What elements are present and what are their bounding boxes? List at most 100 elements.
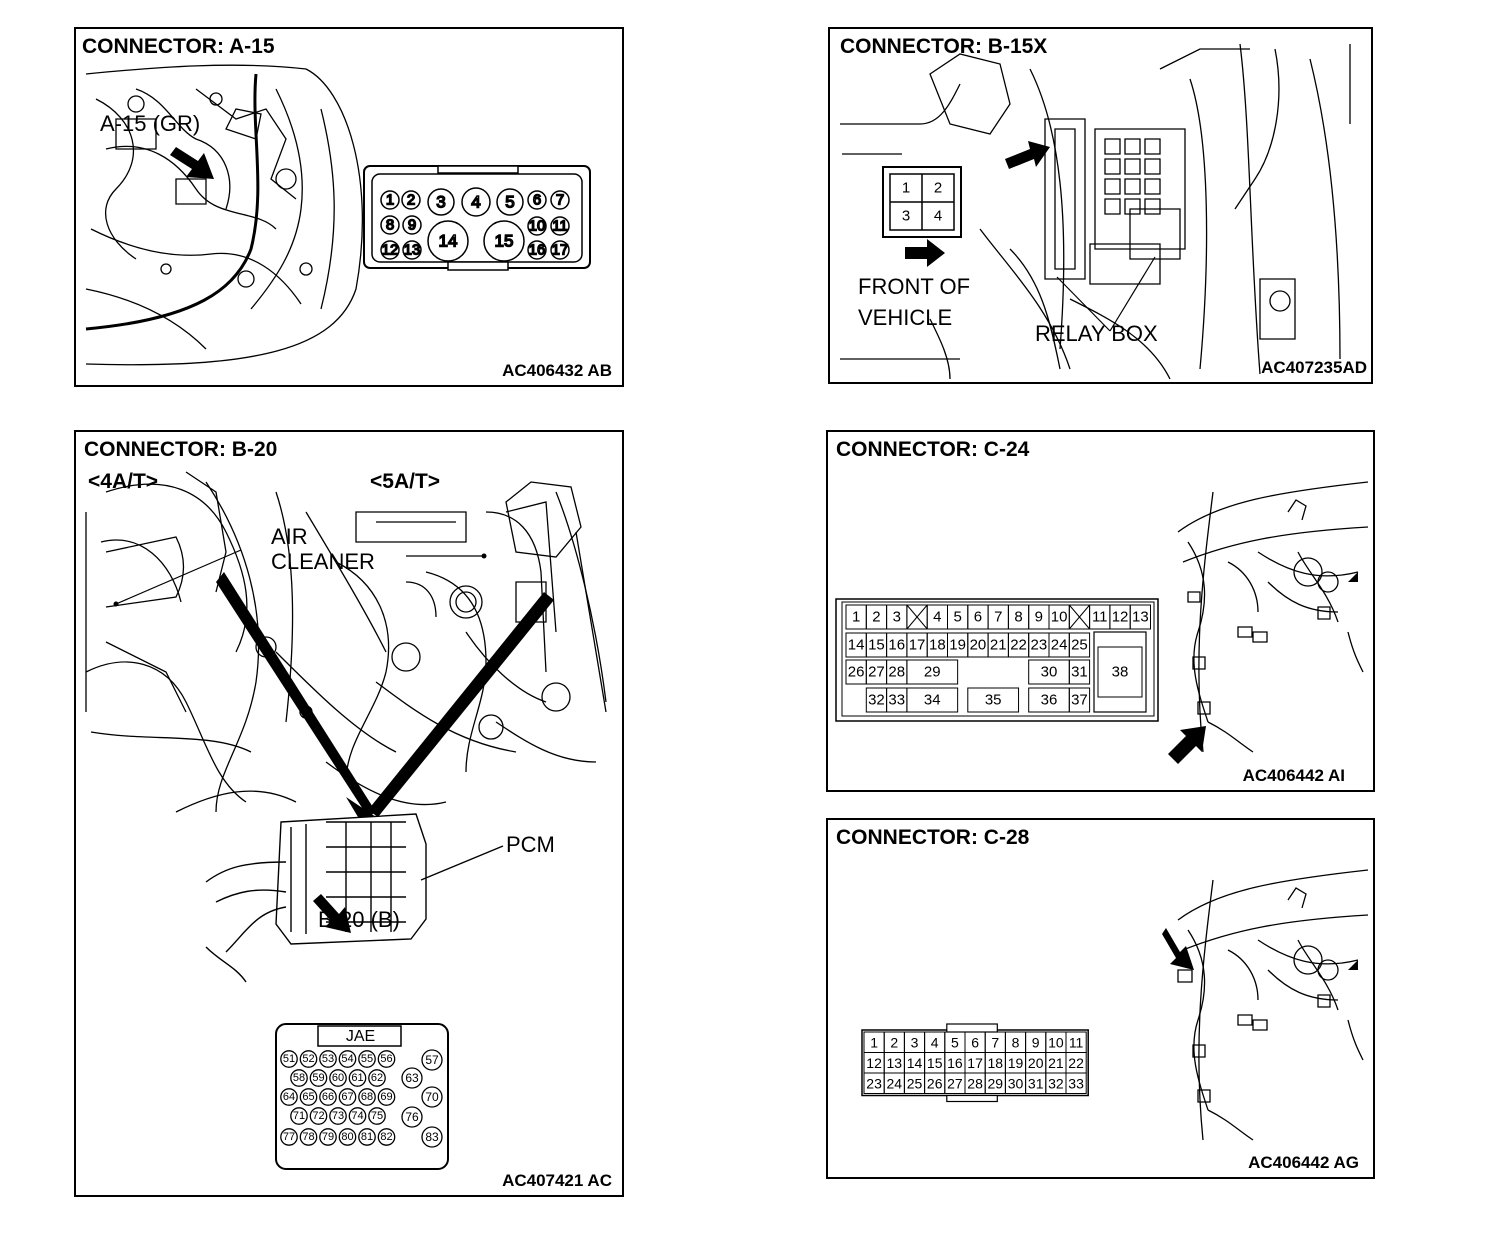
c24-pin-31-label: 31: [1071, 664, 1088, 681]
b20-pin-64-cavity: [280, 1088, 298, 1106]
c28-pin-15-label: 15: [927, 1055, 943, 1071]
c24-pin-2-label: 2: [872, 609, 880, 626]
c24-pin-6-label: 6: [974, 609, 982, 626]
c24-pin-3-cell: [886, 604, 908, 630]
a15-pin-4-cavity: [461, 187, 491, 217]
a15-pin-2-cavity: [401, 190, 421, 210]
c24-pin-29-cell: [906, 659, 959, 685]
c28-pin-30-label: 30: [1008, 1075, 1024, 1091]
c28-pin-7-label: 7: [991, 1034, 999, 1050]
a15-pin-8-label: 8: [386, 217, 394, 234]
c24-pin-38-cell: [1097, 646, 1143, 698]
c28-pin-6-label: 6: [971, 1034, 979, 1050]
b20-pin-65-label: 65: [302, 1091, 314, 1103]
c28-figure-code: AC406442 AG: [1248, 1153, 1359, 1172]
b20-pin-78-cavity: [299, 1128, 318, 1146]
b20-maker-label: JAE: [345, 1028, 376, 1045]
c24-pin-15-label: 15: [868, 637, 885, 654]
c24-pin-25-label: 25: [1071, 637, 1088, 654]
c28-pin-8-label: 8: [1012, 1034, 1020, 1050]
b20-pin-71-cavity: [290, 1107, 308, 1125]
c24-pin-9-label: 9: [1035, 609, 1043, 626]
b20-pin-61-cavity: [348, 1069, 367, 1087]
a15-pin-10-label: 10: [529, 218, 546, 235]
b20-pin-60-label: 60: [332, 1072, 344, 1084]
b20-pin-67-cavity: [338, 1088, 357, 1106]
c24-pin-21-label: 21: [990, 637, 1007, 654]
a15-pin-14-cavity: [427, 220, 469, 262]
c24-pin-13-cell: [1129, 604, 1152, 630]
c24-pin-14-label: 14: [848, 637, 865, 654]
b20-pin-61-label: 61: [351, 1072, 363, 1084]
c28-pin-9-label: 9: [1032, 1034, 1040, 1050]
c24-pin-11-label: 11: [1092, 609, 1108, 626]
b20-pin-54-label: 54: [341, 1053, 353, 1065]
b20-pin-69-cavity: [377, 1088, 396, 1106]
b20-pin-54-cavity: [338, 1050, 357, 1068]
c28-pin-32-label: 32: [1048, 1075, 1064, 1091]
b20-pin-68-label: 68: [361, 1091, 373, 1103]
c28-pin-17-label: 17: [967, 1055, 983, 1071]
b20-pin-81-label: 81: [361, 1131, 373, 1143]
b20-pin-52-label: 52: [302, 1053, 314, 1065]
b20-location-label: B-20 (B): [318, 907, 400, 932]
c24-pin-24-label: 24: [1051, 637, 1068, 654]
a15-title: CONNECTOR: A-15: [82, 35, 275, 58]
c28-pin-2-label: 2: [890, 1034, 898, 1050]
b20-pin-76-label: 76: [405, 1110, 419, 1124]
c28-pin-19-label: 19: [1008, 1055, 1024, 1071]
a15-pin-13-cavity: [402, 240, 422, 260]
a15-pin-16-label: 16: [529, 242, 546, 259]
b20-pin-62-cavity: [368, 1069, 386, 1087]
c28-pin-14-label: 14: [907, 1055, 923, 1071]
c24-pin-37-cell: [1068, 687, 1091, 713]
c28-pin-11-label: 11: [1069, 1034, 1084, 1050]
a15-pin-12-label: 12: [382, 242, 399, 259]
b20-pin-75-label: 75: [371, 1110, 383, 1122]
a15-pin-9-label: 9: [408, 217, 416, 234]
a15-pin-5-label: 5: [505, 193, 514, 212]
b20-pin-63-label: 63: [405, 1071, 419, 1085]
a15-pin-14-label: 14: [439, 232, 458, 251]
c28-pin-26-label: 26: [927, 1075, 943, 1091]
b20-pin-59-cavity: [309, 1069, 328, 1087]
b20-pin-56-label: 56: [380, 1053, 392, 1065]
c24-pin-32-label: 32: [868, 692, 885, 709]
c24-title: CONNECTOR: C-24: [836, 438, 1030, 461]
b20-figure-code: AC407421 AC: [502, 1171, 612, 1190]
c24-pin-3-label: 3: [893, 609, 901, 626]
a15-pin-1-cavity: [380, 190, 400, 210]
b20-pin-70-cavity: [421, 1086, 443, 1108]
b20-pin-68-cavity: [358, 1088, 376, 1106]
b20-pin-59-label: 59: [312, 1072, 324, 1084]
a15-pin-9-cavity: [402, 215, 422, 235]
a15-pin-5-cavity: [496, 188, 524, 216]
c24-pin-35-cell: [967, 687, 1020, 713]
c24-pin-25-cell: [1068, 632, 1091, 658]
a15-pin-3-label: 3: [436, 193, 445, 212]
b20-pin-63-cavity: [401, 1067, 423, 1089]
c28-pin-10-label: 10: [1048, 1034, 1064, 1050]
a15-engine-illustration: [85, 64, 363, 366]
c24-pin-16-label: 16: [888, 637, 905, 654]
b20-5at-label: <5A/T>: [370, 470, 441, 493]
c24-pin-13-label: 13: [1132, 609, 1149, 626]
a15-pin-1-label: 1: [386, 192, 394, 209]
c24-pin-5-label: 5: [953, 609, 961, 626]
c24-pin-34-cell: [906, 687, 959, 713]
c28-pin-33-label: 33: [1068, 1075, 1084, 1091]
c24-pin-7-label: 7: [994, 609, 1002, 626]
b20-pin-80-label: 80: [341, 1131, 353, 1143]
c24-pin-37-label: 37: [1071, 692, 1088, 709]
a15-pin-17-cavity: [550, 240, 570, 260]
c28-pin-22-label: 22: [1068, 1055, 1084, 1071]
b20-pin-80-cavity: [338, 1128, 357, 1146]
b20-pin-82-label: 82: [380, 1131, 392, 1143]
b15x-pin-3-label: 3: [902, 208, 910, 225]
b15x-pin-2-label: 2: [934, 180, 942, 197]
c24-pin-31-cell: [1068, 659, 1091, 685]
c28-pin-5-label: 5: [951, 1034, 959, 1050]
